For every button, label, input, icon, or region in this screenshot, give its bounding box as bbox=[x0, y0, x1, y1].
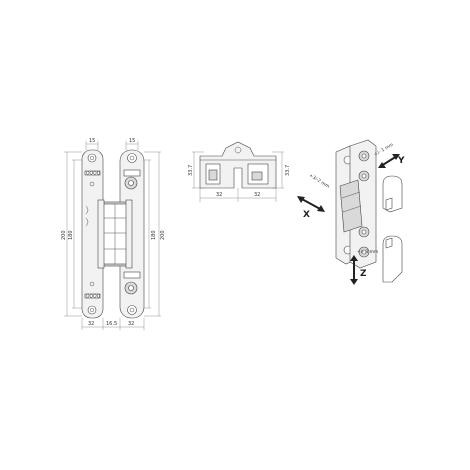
axis-y-label: Y bbox=[397, 156, 405, 166]
dim-top-view-width-left: 32 bbox=[216, 192, 222, 198]
dim-left-outer: 200 bbox=[61, 230, 67, 240]
dim-bottom-gap: 16.5 bbox=[106, 321, 117, 327]
dim-left-inner: 180 bbox=[68, 230, 74, 240]
dim-top-right: 15 bbox=[129, 138, 135, 144]
logo-top: OOOO bbox=[86, 171, 101, 177]
dim-right-inner: 180 bbox=[151, 230, 157, 240]
axis-x-label: X bbox=[303, 210, 310, 220]
top-view: 33.7 33.7 32 32 bbox=[188, 141, 291, 202]
front-view: 15 15 200 180 180 200 OOOO OOOO bbox=[61, 138, 166, 330]
dim-right-outer: 200 bbox=[160, 230, 166, 240]
axis-x-value: +3/-2 mm bbox=[308, 173, 331, 190]
adjustment-view: Y +/- 1 mm X +3/-2 mm Z +/- 3 mm bbox=[297, 139, 405, 285]
logo-bottom: OOOO bbox=[86, 294, 101, 300]
axis-z-label: Z bbox=[360, 269, 367, 279]
dim-bottom-right: 32 bbox=[128, 321, 134, 327]
dim-top-view-right: 33.7 bbox=[285, 165, 291, 176]
dim-bottom-left: 32 bbox=[88, 321, 94, 327]
dim-top-view-width-right: 32 bbox=[254, 192, 260, 198]
dim-top-left: 15 bbox=[89, 138, 95, 144]
axis-z-value: +/- 3 mm bbox=[357, 249, 378, 255]
dim-top-view-left: 33.7 bbox=[188, 165, 194, 176]
